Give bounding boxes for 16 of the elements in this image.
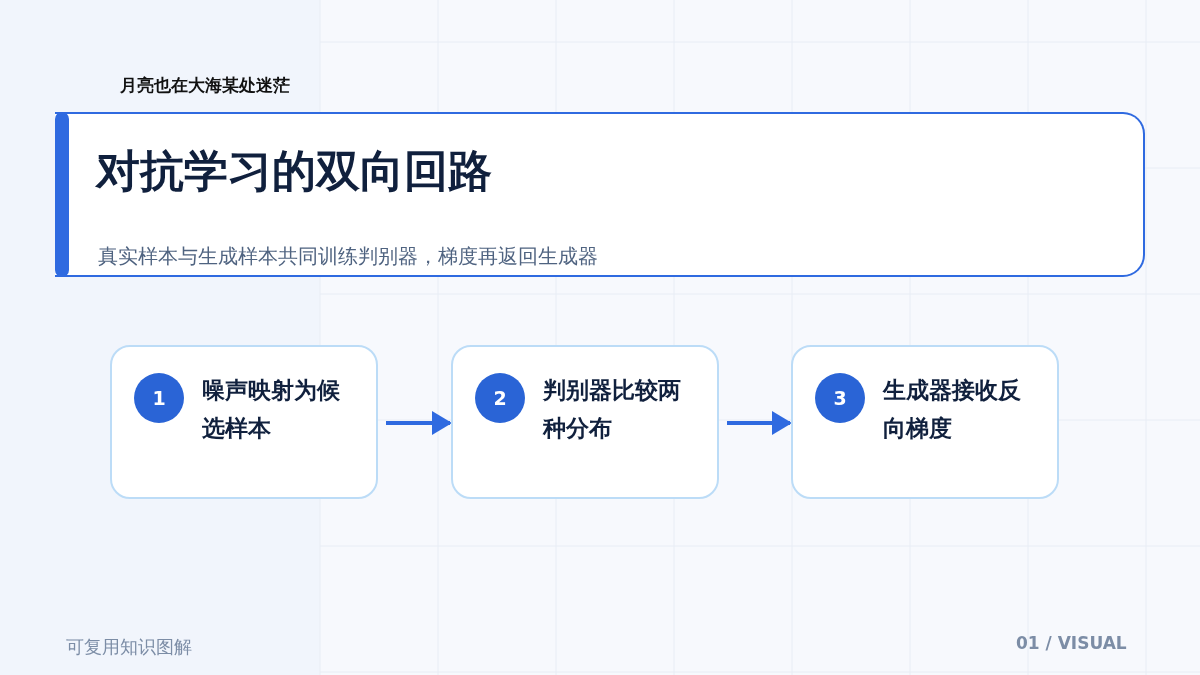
step-card xyxy=(791,345,1059,499)
step-text: 判别器比较两种分布 xyxy=(543,376,682,443)
step-number: 1 xyxy=(134,373,184,423)
step-number: 2 xyxy=(475,373,525,423)
subtitle: 真实样本与生成样本共同训练判别器，梯度再返回生成器 xyxy=(98,243,598,270)
tagline: 月亮也在大海某处迷茫 xyxy=(120,74,290,97)
title: 对抗学习的双向回路 xyxy=(96,144,492,198)
arrow xyxy=(727,411,792,435)
arrow xyxy=(386,411,452,435)
step-card xyxy=(451,345,719,499)
footer-text: 可复用知识图解 xyxy=(66,635,192,659)
step-card xyxy=(110,345,378,499)
step-number: 3 xyxy=(815,373,865,423)
page-number: 01 / VISUAL xyxy=(1016,633,1127,653)
step-text: 噪声映射为候选样本 xyxy=(202,376,341,443)
step-text: 生成器接收反向梯度 xyxy=(883,376,1022,443)
